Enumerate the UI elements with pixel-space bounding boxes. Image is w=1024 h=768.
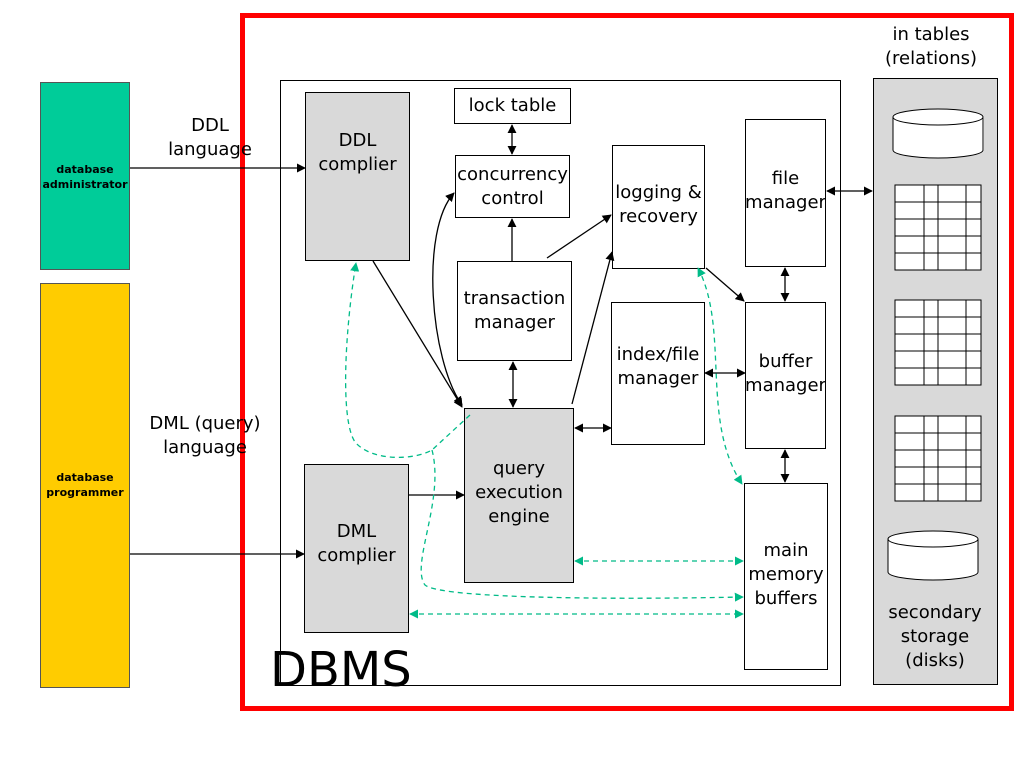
database-administrator-label: database administrator <box>42 163 128 191</box>
query-execution-engine: query execution engine <box>464 408 574 583</box>
in-tables-label: in tables (relations) <box>884 24 977 69</box>
disk-cylinder-icon-bottom <box>887 530 979 581</box>
disk-cylinder-icon-top <box>892 108 984 159</box>
dbms-label: DBMS <box>270 642 412 698</box>
lock-table: lock table <box>454 88 571 124</box>
dml-language-label: DML (query) language <box>149 413 261 458</box>
file-manager: file manager <box>745 119 826 267</box>
ddl-compiler: DDL complier <box>305 92 410 261</box>
index-file-manager: index/file manager <box>611 302 705 445</box>
database-programmer-bar <box>40 283 130 688</box>
table-icon-2 <box>894 299 982 386</box>
dml-compiler: DML complier <box>304 464 409 633</box>
database-programmer-label: database programmer <box>46 471 124 499</box>
secondary-storage-label: secondary storage (disks) <box>888 602 982 671</box>
table-icon-3 <box>894 415 982 502</box>
concurrency-control: concurrency control <box>455 155 570 218</box>
main-memory-buffers: main memory buffers <box>744 483 828 670</box>
table-icon-1 <box>894 184 982 271</box>
transaction-manager: transaction manager <box>457 261 572 361</box>
arrow-ddl-to-query-engine <box>372 260 463 408</box>
dashed-dml-to-ddl <box>344 262 471 458</box>
dbms-inner-box <box>280 80 841 686</box>
arrow-concurrency-query-engine <box>432 192 463 406</box>
database-administrator-bar <box>40 82 130 270</box>
ddl-language-label: DDL language <box>168 115 252 160</box>
dashed-logging-to-memory <box>697 267 743 485</box>
arrow-logging-to-buffer-manager <box>705 267 745 302</box>
arrow-transaction-to-logging <box>546 214 612 259</box>
dbms-boundary-frame <box>240 13 1014 711</box>
buffer-manager: buffer manager <box>745 302 826 449</box>
arrow-query-engine-to-logging <box>571 251 615 405</box>
logging-recovery: logging & recovery <box>612 145 705 269</box>
dashed-dml-to-memory-curve <box>420 449 744 602</box>
